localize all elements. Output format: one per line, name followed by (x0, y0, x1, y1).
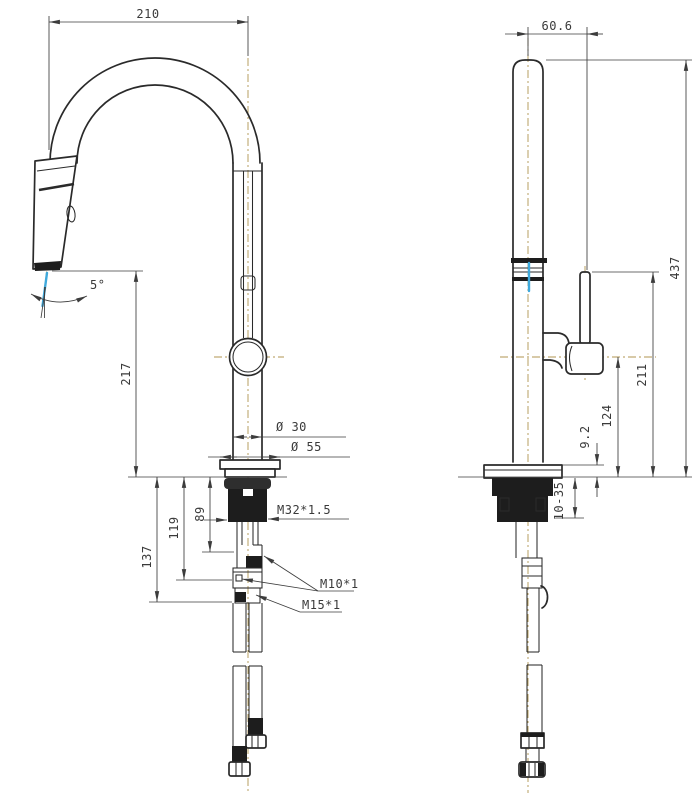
dim-210-label: 210 (136, 7, 159, 21)
spray-seam-band (511, 258, 547, 263)
dim-137-label: 137 (140, 545, 154, 568)
spray-outlet (34, 261, 61, 271)
dim-spout-reach: 210 (48, 7, 249, 150)
gooseneck-outer-arc (49, 57, 261, 164)
dim-119: 119 (167, 477, 232, 581)
dim-m32-label: M32*1.5 (277, 503, 331, 517)
dim-m15: M15*1 (255, 594, 342, 613)
hose-fitting (232, 746, 247, 762)
dim-base-diameter: Ø 55 (208, 440, 350, 460)
gooseneck-inner-arc (76, 84, 234, 164)
dim-total-height: 437 (546, 59, 692, 477)
side-body (512, 59, 544, 463)
faucet-body (228, 162, 268, 461)
dim-body-diameter: Ø 30 (233, 420, 346, 440)
dim-m10-label: M10*1 (320, 577, 359, 591)
dim-outlet-height: 217 (52, 270, 143, 477)
joint-ring-inner (232, 341, 264, 373)
hose-connector (240, 275, 256, 291)
dim-606-label: 60.6 (542, 19, 573, 33)
dim-92-label: 9.2 (578, 425, 592, 448)
side-base-flange (483, 464, 563, 479)
front-view: 210 5° 217 (30, 7, 359, 793)
dim-217-label: 217 (119, 362, 133, 385)
dim-437-label: 437 (668, 256, 682, 279)
valve-stack (232, 522, 263, 604)
handle-joint (565, 342, 604, 375)
dim-handle-offset: 60.6 (505, 19, 603, 270)
mounting-bracket (492, 478, 553, 522)
mounting-screw (535, 497, 546, 512)
hose-nut (245, 734, 267, 749)
front-hoses (228, 603, 267, 777)
shank-slot (243, 489, 253, 496)
dim-handle-center: 124 (600, 357, 621, 477)
side-hose (515, 522, 549, 778)
spray-head (32, 155, 78, 270)
mounting-screw (499, 497, 510, 512)
dim-1035-label: 10-35 (552, 482, 566, 521)
rubber-washer (224, 478, 271, 489)
dim-d30-label: Ø 30 (276, 420, 307, 434)
side-view: 60.6 437 211 1 (458, 19, 692, 793)
dim-89: 89 (193, 477, 234, 553)
dim-handle-top: 211 (592, 271, 659, 477)
dim-spray-angle: 5° (30, 278, 105, 319)
handle (542, 271, 604, 375)
handle-lever (579, 271, 591, 345)
dim-m10: M10*1 (241, 555, 359, 592)
hose-clip (540, 585, 549, 609)
dim-m15-label: M15*1 (302, 598, 341, 612)
dim-137: 137 (140, 477, 232, 603)
dim-5deg-label: 5° (90, 278, 105, 292)
hose-nut (228, 761, 251, 777)
base-flange-upper (219, 459, 281, 470)
hose-fitting (248, 718, 263, 735)
dim-mounting-range: 10-35 (552, 478, 584, 520)
dim-211-label: 211 (635, 363, 649, 386)
dim-124-label: 124 (600, 404, 614, 427)
joint-ring-outer (228, 337, 268, 377)
dim-d55-label: Ø 55 (291, 440, 322, 454)
base-flange-lower (224, 468, 276, 478)
dim-base-thickness: 9.2 (556, 425, 604, 497)
dim-89-label: 89 (193, 506, 207, 521)
dim-119-label: 119 (167, 516, 181, 539)
spray-button (66, 205, 76, 223)
dim-shank-thread: M32*1.5 (204, 503, 349, 523)
